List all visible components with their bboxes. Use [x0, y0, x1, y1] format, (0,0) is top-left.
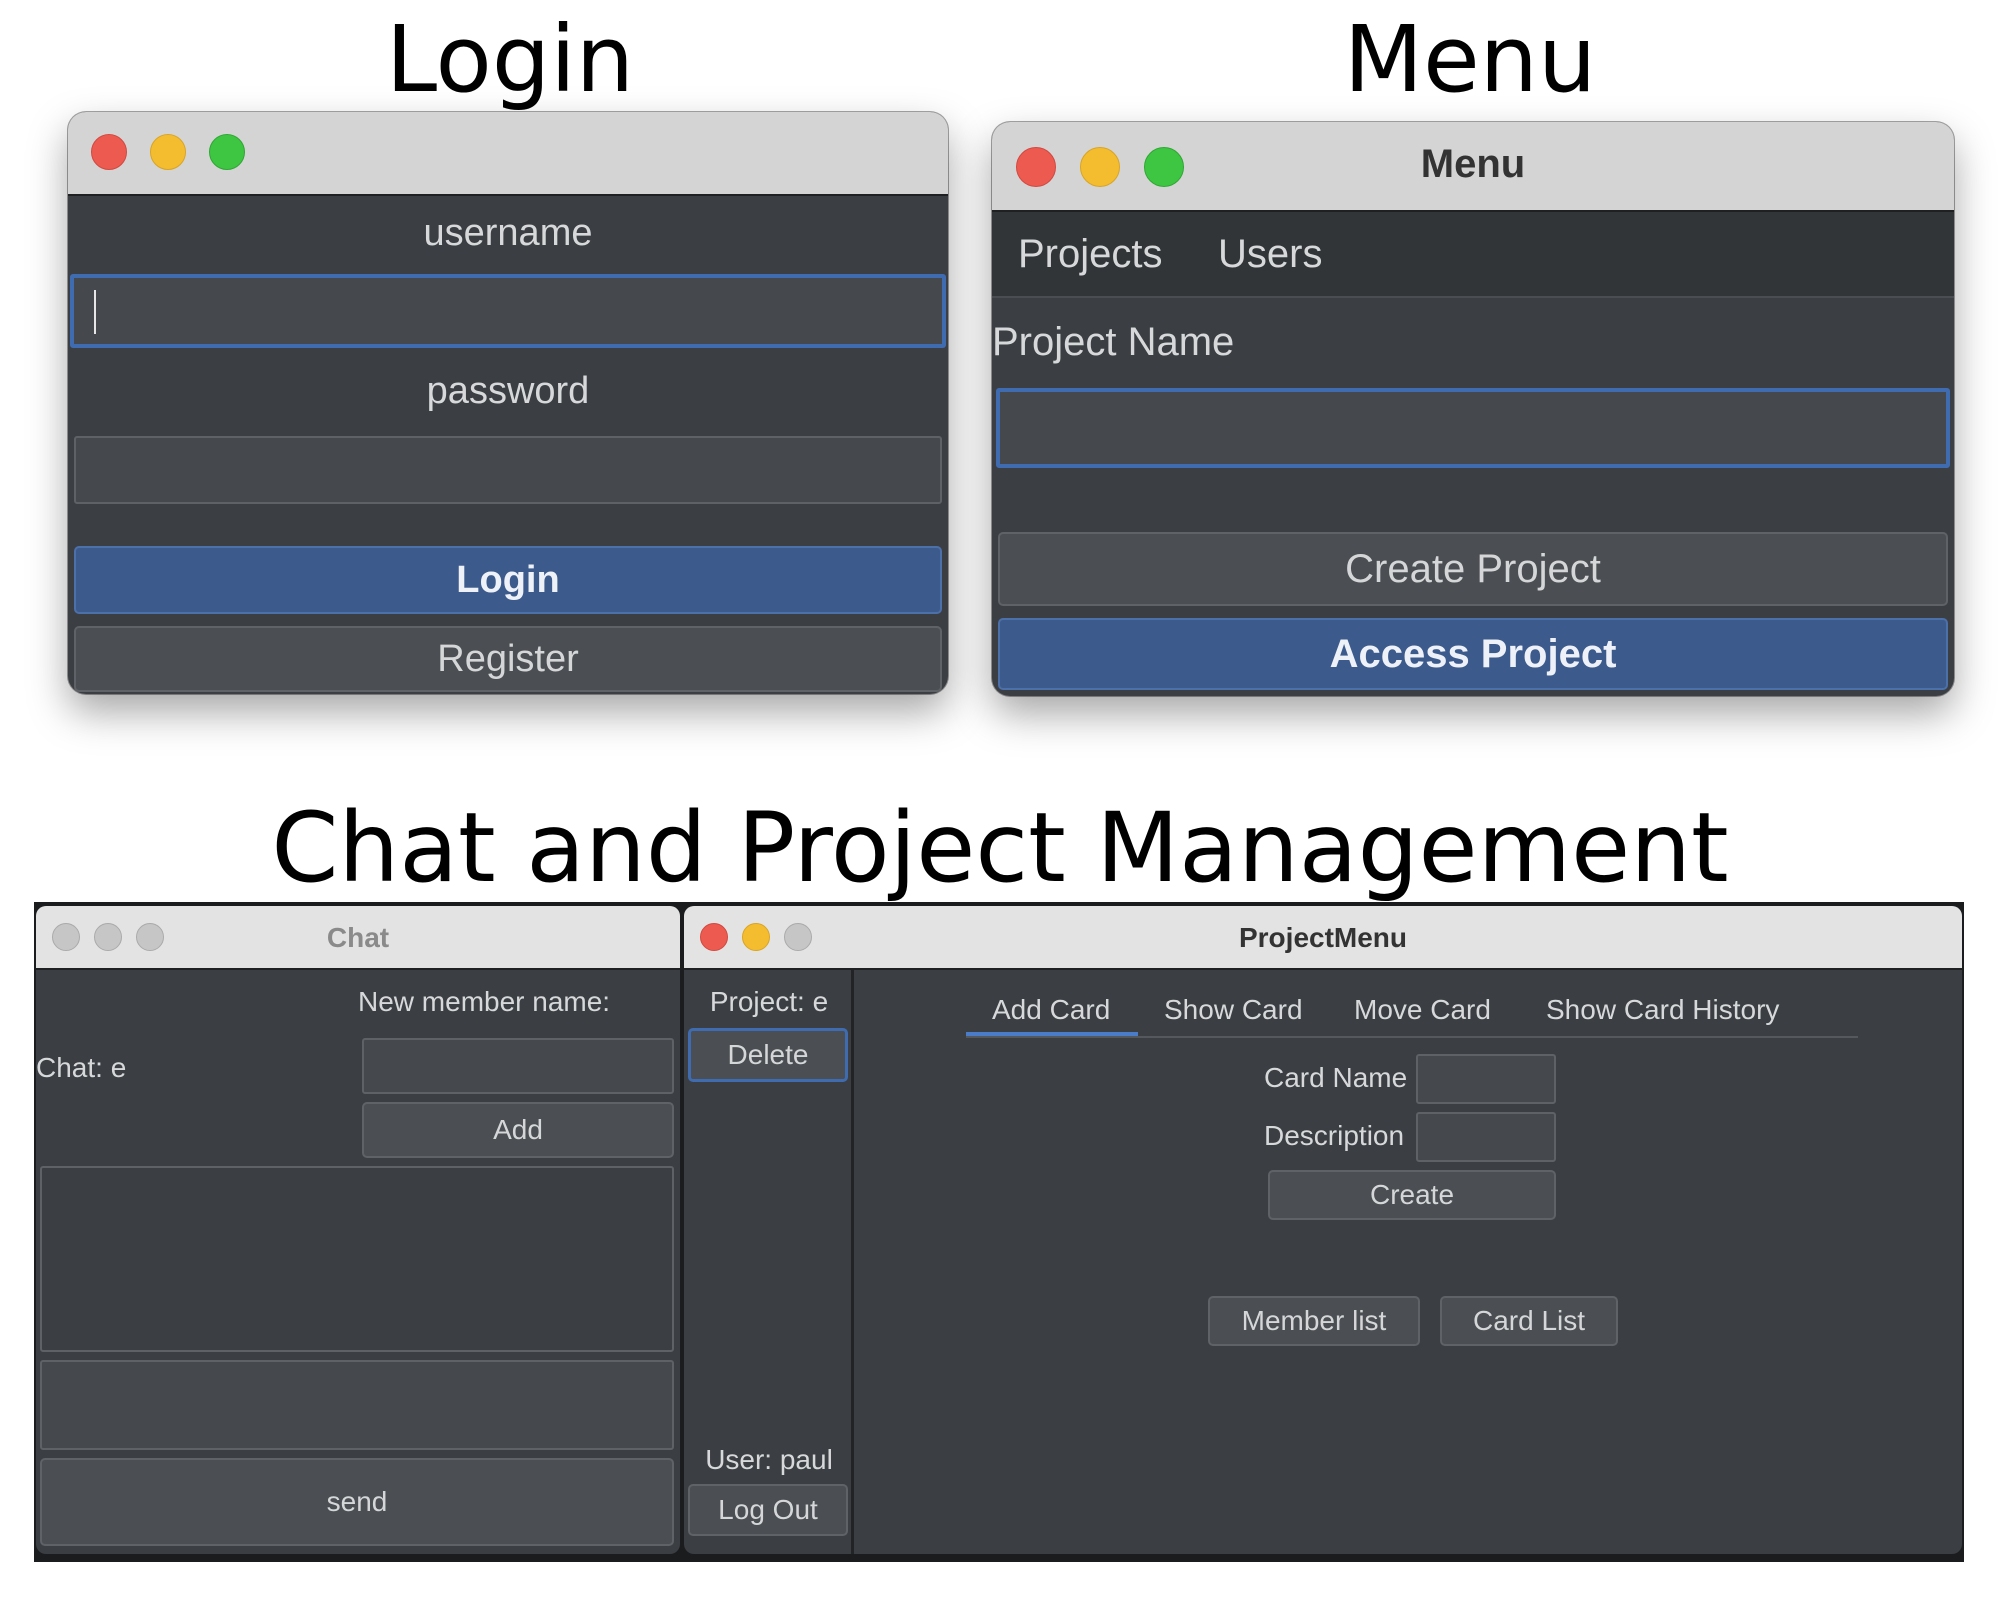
zoom-icon[interactable] [209, 134, 245, 170]
chat-window-title: Chat [326, 922, 390, 953]
card-tabs: Add Card Show Card Move Card Show Card H… [966, 990, 1858, 1038]
project-sidebar: Project: e Delete User: paul Log Out [684, 970, 854, 1554]
minimize-icon[interactable] [1080, 147, 1120, 187]
chat-window: Chat New member name: Chat: e Add send [36, 906, 680, 1554]
new-member-label: New member name: [358, 986, 611, 1017]
tab-add-card[interactable]: Add Card [992, 994, 1111, 1025]
password-input[interactable] [74, 436, 942, 504]
close-icon[interactable] [1016, 147, 1056, 187]
menu-bar: Projects Users [992, 212, 1954, 298]
access-project-button[interactable]: Access Project [998, 618, 1948, 690]
description-label: Description [1264, 1120, 1405, 1151]
chat-messages-area[interactable] [40, 1166, 674, 1352]
active-tab-underline [966, 1032, 1138, 1036]
username-label: username [423, 212, 593, 254]
text-caret [94, 290, 96, 334]
send-button[interactable]: send [40, 1458, 674, 1546]
chat-titlebar: Chat [36, 906, 680, 970]
add-member-button[interactable]: Add [362, 1102, 674, 1158]
password-label: password [426, 370, 590, 412]
tab-show-card[interactable]: Show Card [1164, 994, 1303, 1025]
delete-project-button[interactable]: Delete [688, 1028, 848, 1082]
project-menu-window: ProjectMenu Project: e Delete User: paul… [684, 906, 1962, 1554]
project-menu-titlebar: ProjectMenu [684, 906, 1962, 970]
close-icon[interactable] [52, 923, 80, 951]
login-window: username password Login Register [68, 112, 948, 694]
create-project-button[interactable]: Create Project [998, 532, 1948, 606]
zoom-icon[interactable] [1144, 147, 1184, 187]
login-button[interactable]: Login [74, 546, 942, 614]
menu-titlebar: Menu [992, 122, 1954, 212]
minimize-icon[interactable] [94, 923, 122, 951]
menu-section-title: Menu [1343, 6, 1597, 113]
menubar-projects[interactable]: Projects [1018, 232, 1163, 276]
tab-move-card[interactable]: Move Card [1354, 994, 1491, 1025]
menu-window: Menu Projects Users Project Name Create … [992, 122, 1954, 696]
card-name-input[interactable] [1416, 1054, 1556, 1104]
project-name-label: Project Name [992, 320, 1235, 364]
zoom-icon[interactable] [784, 923, 812, 951]
chat-label: Chat: e [36, 1052, 127, 1083]
member-list-button[interactable]: Member list [1208, 1296, 1420, 1346]
create-card-button[interactable]: Create [1268, 1170, 1556, 1220]
card-list-button[interactable]: Card List [1440, 1296, 1618, 1346]
register-button[interactable]: Register [74, 626, 942, 692]
logout-button[interactable]: Log Out [688, 1484, 848, 1536]
username-input[interactable] [70, 274, 946, 348]
card-name-label: Card Name [1264, 1062, 1408, 1093]
login-titlebar [68, 112, 948, 196]
new-member-input[interactable] [362, 1038, 674, 1094]
minimize-icon[interactable] [742, 923, 770, 951]
close-icon[interactable] [91, 134, 127, 170]
description-input[interactable] [1416, 1112, 1556, 1162]
chat-project-section-title: Chat and Project Management [271, 792, 1729, 904]
project-menu-window-title: ProjectMenu [1238, 922, 1408, 953]
user-label: User: paul [705, 1444, 833, 1475]
tab-show-card-history[interactable]: Show Card History [1546, 994, 1780, 1025]
close-icon[interactable] [700, 923, 728, 951]
menubar-users[interactable]: Users [1218, 232, 1323, 276]
menu-window-title: Menu [1420, 142, 1526, 186]
project-label: Project: e [709, 986, 829, 1017]
minimize-icon[interactable] [150, 134, 186, 170]
project-name-input[interactable] [996, 388, 1950, 468]
zoom-icon[interactable] [136, 923, 164, 951]
message-input[interactable] [40, 1360, 674, 1450]
login-section-title: Login [385, 6, 635, 113]
